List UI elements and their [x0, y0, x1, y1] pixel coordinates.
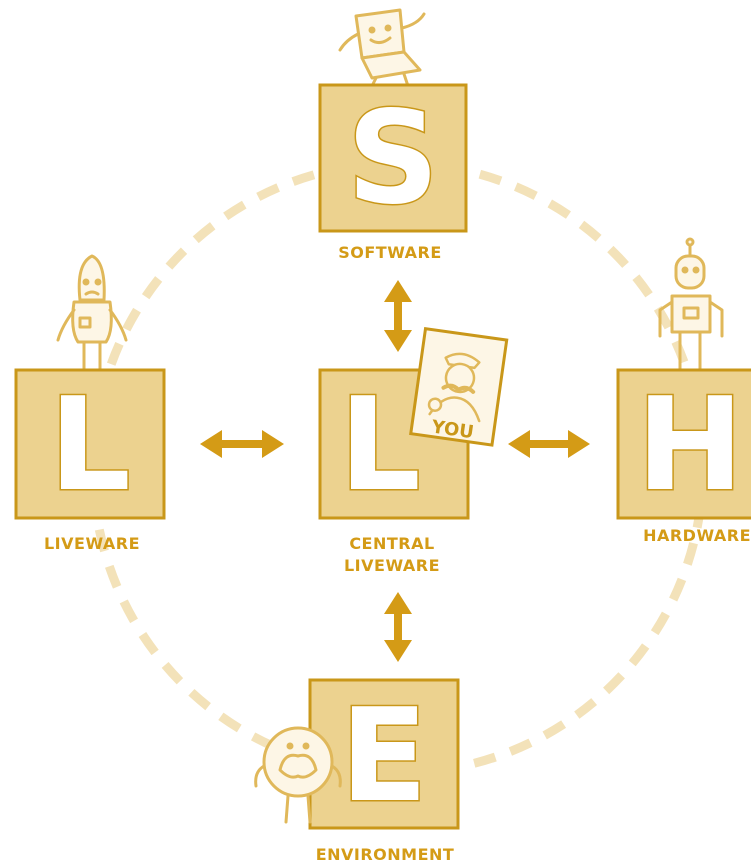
environment-letter: E	[340, 682, 427, 831]
software-label: SOFTWARE	[338, 243, 442, 262]
liveware-node: L LIVEWARE	[14, 254, 166, 553]
central-label-line2: LIVEWARE	[344, 556, 440, 575]
you-portrait-icon: YOU	[409, 326, 509, 447]
software-box	[318, 83, 468, 233]
central-node: L YOU CENTRAL LIVEWARE	[318, 326, 509, 575]
environment-label: ENVIRONMENT	[316, 845, 455, 864]
central-letter: L	[339, 371, 421, 520]
person-character-icon	[56, 254, 128, 370]
arrow-central-hardware	[508, 430, 590, 458]
arrow-central-software	[384, 280, 412, 352]
software-letter: S	[347, 84, 439, 233]
laptop-character-icon	[338, 8, 426, 88]
robot-character-icon	[658, 237, 724, 370]
hardware-box	[616, 368, 751, 520]
hardware-node: H HARDWARE	[616, 237, 751, 545]
arrow-central-environment	[384, 592, 412, 662]
hardware-label: HARDWARE	[643, 526, 751, 545]
environment-node: E ENVIRONMENT	[254, 678, 460, 864]
software-node: S SOFTWARE	[318, 8, 468, 262]
liveware-box	[14, 368, 166, 520]
cloud-character-icon	[254, 726, 342, 824]
liveware-letter: L	[49, 371, 131, 520]
central-label-line1: CENTRAL	[349, 534, 434, 553]
environment-box	[308, 678, 460, 830]
hardware-letter: H	[636, 371, 743, 520]
liveware-label: LIVEWARE	[44, 534, 140, 553]
arrow-liveware-central	[200, 430, 284, 458]
